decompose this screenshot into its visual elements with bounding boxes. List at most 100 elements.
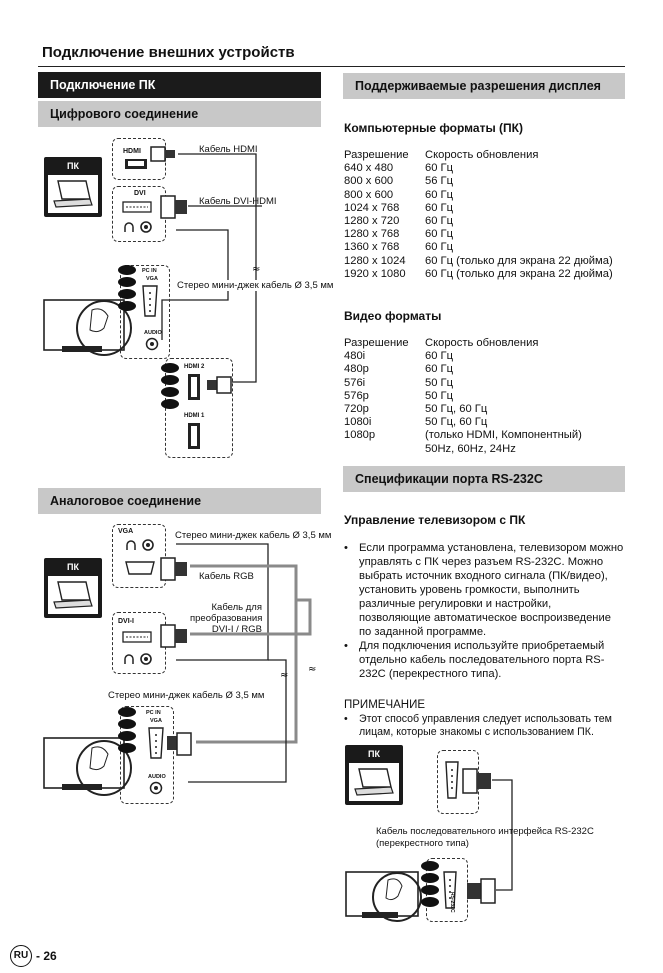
table-cell: 60 Гц (только для экрана 22 дюйма) [425, 267, 613, 280]
section-bar-rs232: Спецификации порта RS-232C [343, 466, 625, 492]
vga-plug-icon [166, 730, 196, 763]
rs232-cable-caption-1: Кабель последовательного интерфейса RS-2… [376, 826, 594, 837]
hdmi-cable-label: Кабель HDMI [199, 144, 258, 155]
rgb-cable-label: Кабель RGB [199, 571, 254, 582]
table-header: Разрешение [344, 149, 409, 161]
tv-hdmi-plug-icon [206, 374, 234, 401]
table-cell: 56 Гц [425, 175, 454, 188]
dvi-i-plug-icon [160, 622, 190, 655]
tv-control-bullets: Если программа установлена, телевизором … [344, 541, 626, 681]
page-title: Подключение внешних устройств [42, 44, 295, 61]
vga-port-icon [140, 284, 160, 323]
pc-box-rs232: ПК [345, 745, 403, 805]
table-row: 800 x 600 60 Гц [344, 189, 634, 202]
table-cell: 60 Гц [425, 162, 454, 175]
svg-text:≈: ≈ [280, 670, 288, 681]
tv-hdmi1-label: HDMI 1 [184, 413, 205, 419]
table-cell: 50Hz, 60Hz, 24Hz [425, 442, 516, 455]
table-cell: 60 Гц [425, 228, 454, 241]
hdmi-plug-icon [150, 143, 178, 170]
table-cell: 800 x 600 [344, 188, 394, 201]
pc-vga-port-box [112, 524, 166, 588]
tv-port-badges [420, 858, 442, 923]
table-cell: 1080p [344, 429, 376, 442]
dvi-port-icon [122, 630, 152, 648]
tv-hdmi-badges [160, 360, 182, 425]
rs232-cable-caption-2: (перекрестного типа) [376, 838, 469, 849]
table-row: 1024 x 768 60 Гц [344, 202, 634, 215]
audio-jack-icon [145, 337, 159, 356]
svg-text:≈: ≈ [308, 664, 316, 675]
vga-plug-icon [160, 555, 190, 588]
table-cell: 480i [344, 350, 366, 363]
rs232-cable [492, 779, 513, 891]
stereo-minijack-bottom-label: Стерео мини-джек кабель Ø 3,5 мм [108, 690, 265, 701]
table-row: 1080p (только HDMI, Компонентный) [344, 429, 634, 442]
table-cell: 60 Гц [425, 214, 454, 227]
dvi-hdmi-cable-label: Кабель DVI-HDMI [199, 196, 277, 207]
bullet-item: Для подключения используйте приобретаемы… [344, 639, 626, 681]
note-bullets: Этот способ управления следует использов… [344, 713, 630, 739]
table-row: 800 x 600 56 Гц [344, 175, 634, 188]
tv-zoom-circle [76, 300, 132, 356]
table-cell: 800 x 600 [344, 175, 394, 188]
tv-pc-in-panel-analog [120, 706, 174, 804]
table-cell: 60 Гц [425, 363, 454, 376]
serial-port-icon [444, 760, 460, 805]
table-row: 480p 60 Гц [344, 363, 634, 376]
table-cell: 576i [344, 376, 366, 389]
table-cell: 720p [344, 402, 369, 415]
tv-hdmi2-port-icon [186, 372, 202, 407]
language-badge: RU [10, 945, 32, 967]
tv-zoom-circle [372, 872, 422, 922]
table-cell: 60 Гц [425, 241, 454, 254]
analog-cables: ≈ ≈ [176, 543, 316, 783]
table-cell: 1024 x 768 [344, 201, 400, 214]
vga-port-icon [124, 560, 156, 581]
dvi-rgb-cable-label: Кабель для преобразования DVI-I / RGB [190, 602, 263, 635]
serial-port-icon [442, 870, 458, 915]
table-cell: 60 Гц [425, 201, 454, 214]
section-bar-digital: Цифрового соединение [38, 101, 321, 127]
serial-plug-icon [466, 876, 500, 911]
stereo-minijack-top-label: Стерео мини-джек кабель Ø 3,5 мм [175, 530, 334, 541]
vga-port-icon [146, 726, 166, 765]
dvi-plug-icon [160, 193, 190, 226]
table-cell: (только HDMI, Компонентный) [425, 429, 582, 442]
audio-jack-icon [149, 781, 163, 800]
table-row: 480i 60 Гц [344, 350, 634, 363]
pc-box-analog: ПК [44, 558, 102, 618]
note-title: ПРИМЕЧАНИЕ [344, 699, 426, 711]
tv-audio-label: AUDIO [148, 774, 166, 780]
video-formats-title: Видео форматы [344, 309, 442, 323]
tv-pc-in-label: PC IN [142, 268, 157, 274]
tv-vga-label: VGA [150, 718, 162, 724]
table-cell: 60 Гц [425, 188, 454, 201]
stereo-minijack-label: Стерео мини-джек кабель Ø 3,5 мм [175, 280, 336, 291]
laptop-icon [48, 175, 98, 213]
table-cell: 60 Гц [425, 350, 454, 363]
tv-port-badges [117, 704, 139, 769]
table-row: 720p 50 Гц, 60 Гц [344, 403, 634, 416]
table-cell: 1080i [344, 416, 372, 429]
tv-pc-in-label: PC IN [146, 710, 161, 716]
table-cell: 50 Гц [425, 389, 454, 402]
tv-zoom-circle [76, 740, 132, 796]
table-row: 576p 50 Гц [344, 390, 634, 403]
laptop-icon [349, 763, 399, 801]
laptop-icon [48, 576, 98, 614]
headphone-jack-icon [122, 652, 156, 671]
table-cell: 480p [344, 363, 369, 376]
table-header: Скорость обновления [425, 149, 539, 161]
table-cell: 576p [344, 389, 369, 402]
svg-text:≈: ≈ [252, 264, 260, 275]
table-cell: 50 Гц, 60 Гц [425, 402, 488, 415]
headphone-jack-icon [124, 538, 158, 557]
tv-hdmi1-port-icon [186, 421, 202, 456]
serial-plug-icon [462, 766, 496, 801]
section-bar-analog: Аналоговое соединение [38, 488, 321, 514]
